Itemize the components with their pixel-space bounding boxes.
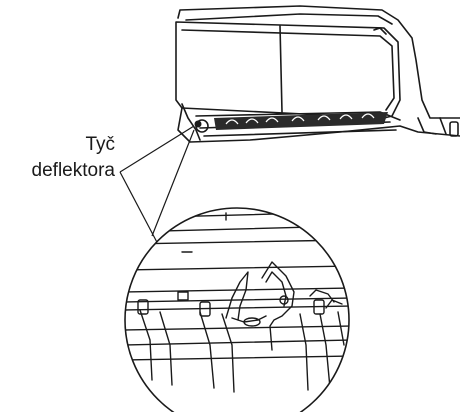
front-panel: [175, 21, 401, 119]
deflector-rod-marker: [194, 120, 202, 128]
zoom-circle: [124, 207, 350, 412]
callout-label-line-1: Tyč: [85, 134, 115, 155]
zoom-connector-lines: [151, 129, 195, 237]
callout-label-line-2: deflektora: [31, 160, 115, 181]
callout-lines: [119, 125, 195, 249]
indoor-unit-icon: [175, 5, 460, 143]
vent-louvers: [214, 112, 388, 130]
